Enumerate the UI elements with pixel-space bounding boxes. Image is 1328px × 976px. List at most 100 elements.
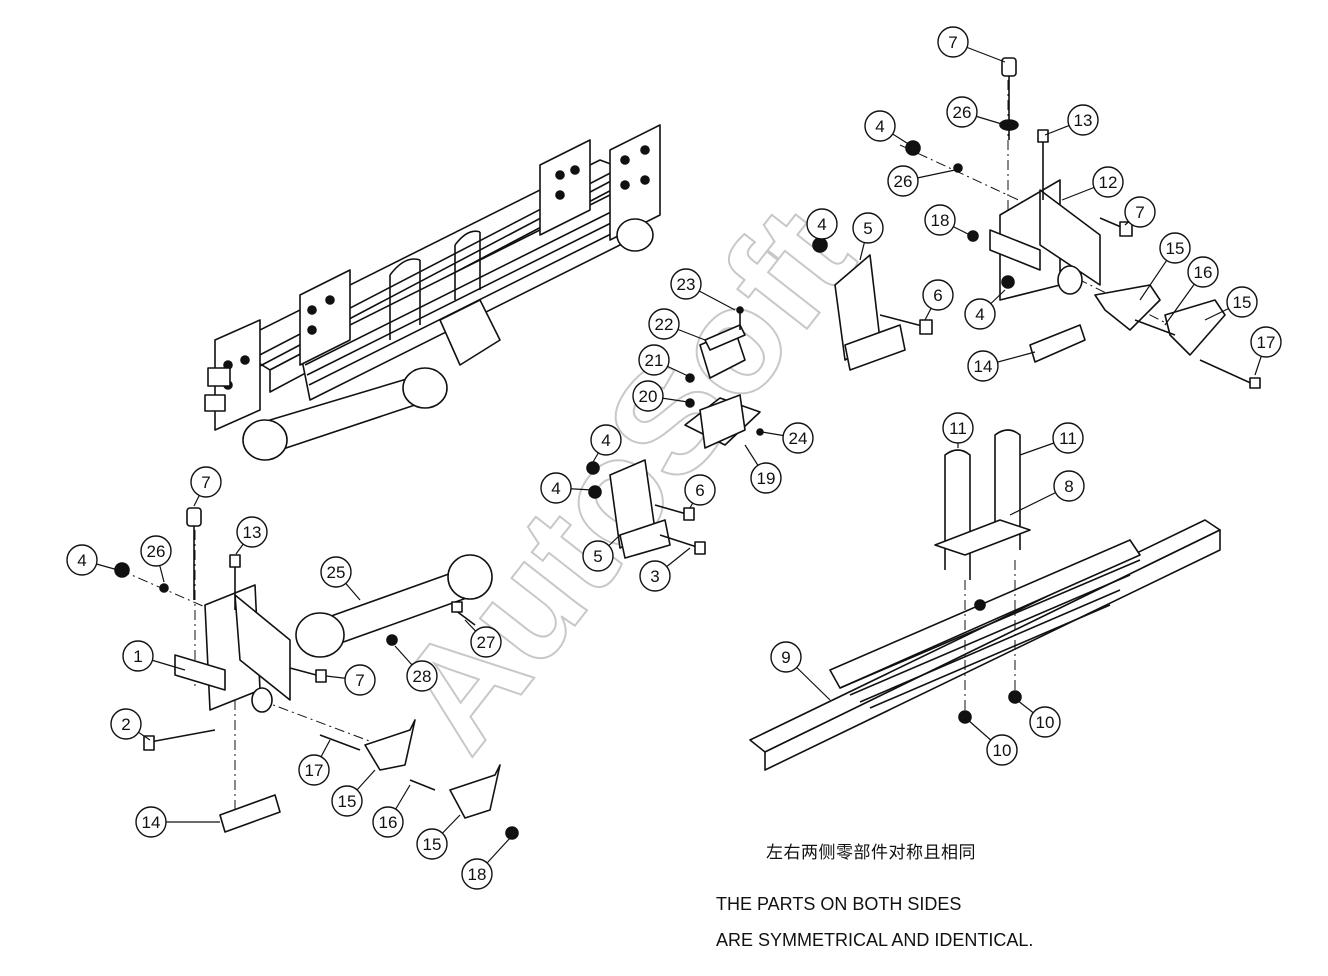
callout-balloon (1187, 256, 1219, 288)
callout-number: 7 (201, 473, 210, 492)
callout-balloon (639, 560, 671, 592)
callout-balloon (470, 626, 502, 658)
callout-number: 11 (1059, 429, 1077, 448)
callout-number: 15 (338, 792, 357, 811)
callout-balloon (1053, 470, 1085, 502)
callout-number: 7 (948, 33, 957, 52)
symmetry-note-line-1: THE PARTS ON BOTH SIDES (716, 894, 962, 914)
callout-number: 27 (477, 633, 496, 652)
callout-balloon (1052, 422, 1084, 454)
callout-number: 4 (77, 551, 86, 570)
callout-number: 26 (894, 172, 913, 191)
callout-number: 1 (133, 647, 142, 666)
callout-number: 26 (953, 103, 972, 122)
callout-balloon (331, 785, 363, 817)
callout-balloon (140, 535, 172, 567)
callout-number: 16 (1194, 263, 1213, 282)
callout-balloon (750, 462, 782, 494)
callout-number: 13 (243, 523, 262, 542)
callout-balloon (1250, 326, 1282, 358)
callout-balloon (540, 472, 572, 504)
callout-balloon (236, 516, 268, 548)
callout-balloon (372, 806, 404, 838)
callout-number: 6 (695, 481, 704, 500)
callout-balloon (638, 344, 670, 376)
callout-balloon (922, 279, 954, 311)
callout-balloon (1029, 706, 1061, 738)
callout-number: 18 (468, 865, 487, 884)
callout-number: 28 (413, 667, 432, 686)
callout-balloon (986, 734, 1018, 766)
callout-number: 18 (931, 211, 950, 230)
center-bracket-parts (586, 306, 764, 559)
callout-balloon (852, 212, 884, 244)
assembled-suspension (204, 124, 661, 461)
callout-balloon (1159, 232, 1191, 264)
callout-number: 10 (1036, 713, 1055, 732)
callout-number: 25 (327, 563, 346, 582)
callout-balloon (461, 858, 493, 890)
symmetry-note-chinese: 左右两侧零部件对称且相同 (766, 843, 976, 863)
callout-balloon (670, 268, 702, 300)
callout-balloon (942, 412, 974, 444)
callout-number: 21 (645, 351, 664, 370)
callout-balloon (632, 380, 664, 412)
callout-balloon (1226, 286, 1258, 318)
callout-balloon (924, 204, 956, 236)
callout-balloon (946, 96, 978, 128)
callout-number: 16 (379, 813, 398, 832)
callout-number: 23 (677, 275, 696, 294)
callout-number: 5 (863, 219, 872, 238)
callout-balloon (684, 474, 716, 506)
callout-balloon (770, 641, 802, 673)
callout-number: 8 (1064, 477, 1073, 496)
callout-number: 5 (593, 547, 602, 566)
callout-number: 4 (875, 117, 884, 136)
callout-balloon (416, 828, 448, 860)
callout-balloon (967, 350, 999, 382)
callout-balloon (1124, 196, 1156, 228)
right-bracket-parts (812, 57, 1261, 389)
callout-balloon (406, 660, 438, 692)
callout-balloon (1092, 166, 1124, 198)
callout-number: 4 (817, 215, 826, 234)
callout-balloon (135, 806, 167, 838)
callout-number: 17 (305, 761, 324, 780)
callout-number: 17 (1257, 333, 1276, 352)
callout-number: 20 (639, 387, 658, 406)
callout-number: 3 (650, 567, 659, 586)
callout-balloon (964, 298, 996, 330)
callout-number: 10 (993, 741, 1012, 760)
callout-number: 4 (601, 431, 610, 450)
callout-number: 4 (975, 305, 984, 324)
callout-number: 14 (974, 357, 993, 376)
callout-number: 4 (551, 479, 560, 498)
callout-balloon (1067, 104, 1099, 136)
callout-number: 14 (142, 813, 161, 832)
callout-balloon (110, 708, 142, 740)
callout-balloon (806, 208, 838, 240)
callout-balloon (66, 544, 98, 576)
callout-number: 15 (1166, 239, 1185, 258)
callout-balloon (320, 556, 352, 588)
symmetry-note-line-2: ARE SYMMETRICAL AND IDENTICAL. (716, 930, 1034, 950)
left-bracket-parts (114, 507, 519, 840)
callout-number: 9 (781, 648, 790, 667)
callout-balloon (937, 26, 969, 58)
callout-balloon (344, 664, 376, 696)
callout-number: 7 (1135, 203, 1144, 222)
callout-number: 11 (949, 419, 967, 438)
leaf-spring-parts (749, 429, 1221, 771)
callout-balloon (648, 308, 680, 340)
callout-balloon (298, 754, 330, 786)
callout-number: 26 (147, 542, 166, 561)
callout-number: 15 (1233, 293, 1252, 312)
callout-balloon (190, 466, 222, 498)
callout-number: 2 (121, 715, 130, 734)
callout-number: 12 (1099, 173, 1118, 192)
callout-balloon (887, 165, 919, 197)
callout-balloon (582, 540, 614, 572)
